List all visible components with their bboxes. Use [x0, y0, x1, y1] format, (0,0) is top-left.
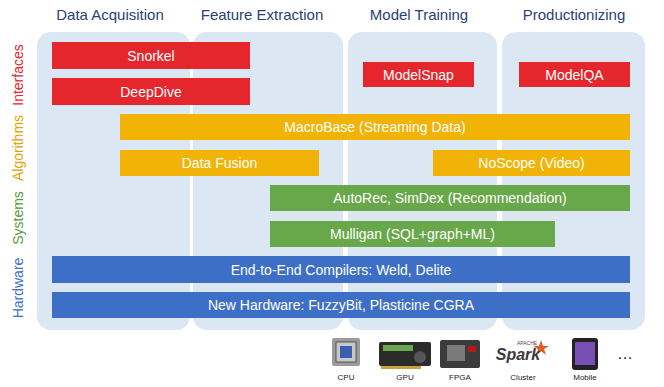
- algorithm-bar: MacroBase (Streaming Data): [120, 114, 630, 140]
- box-label: MacroBase (Streaming Data): [284, 120, 465, 134]
- column-heading: Productionizing: [523, 7, 626, 22]
- box-label: End-to-End Compilers: Weld, Delite: [231, 263, 452, 277]
- box-label: New Hardware: FuzzyBit, Plasticine CGRA: [208, 298, 474, 312]
- column-heading: Data Acquisition: [56, 7, 164, 22]
- icon-part: [332, 338, 360, 366]
- column-heading: Feature Extraction: [201, 7, 324, 22]
- icon-caption: GPU: [396, 374, 413, 382]
- logo-text: APACHE: [517, 341, 537, 346]
- box-label: Data Fusion: [182, 156, 257, 170]
- icon-part: [383, 345, 413, 351]
- box-label: AutoRec, SimDex (Recommendation): [333, 191, 566, 205]
- icon-part: [468, 346, 476, 352]
- system-bar: Mulligan (SQL+graph+ML): [270, 221, 555, 247]
- icon-part: [37, 32, 190, 330]
- icon-caption: Mobile: [573, 374, 597, 382]
- icon-part: [414, 351, 426, 363]
- icon-part: [379, 342, 431, 366]
- box-label: DeepDive: [120, 85, 181, 99]
- icon-part: [340, 346, 352, 358]
- icon-part: [502, 32, 645, 330]
- icon-part: [440, 340, 480, 368]
- box-label: Mulligan (SQL+graph+ML): [330, 227, 495, 241]
- icon-part: [193, 32, 343, 330]
- system-bar: AutoRec, SimDex (Recommendation): [270, 185, 630, 211]
- icon-part: [381, 366, 421, 369]
- icon-part: [575, 342, 595, 365]
- hardware-bar: New Hardware: FuzzyBit, Plasticine CGRA: [52, 292, 630, 318]
- ellipsis: …: [617, 346, 633, 362]
- box-label: Snorkel: [127, 49, 174, 63]
- interface-box: Snorkel: [52, 42, 250, 69]
- column-heading: Model Training: [370, 7, 468, 22]
- interface-box: ModelQA: [519, 62, 630, 87]
- layer-label: Systems: [11, 191, 25, 245]
- icon-part: [336, 342, 356, 362]
- box-label: ModelSnap: [383, 68, 454, 82]
- icon-caption: CPU: [338, 374, 355, 382]
- algorithm-box: NoScope (Video): [433, 150, 630, 176]
- fpga-icon: [440, 340, 480, 368]
- layer-label: Interfaces: [11, 44, 25, 105]
- icon-caption: Cluster: [510, 374, 535, 382]
- column-panels: [37, 32, 645, 330]
- layer-label: Hardware: [11, 258, 25, 319]
- layer-label: Algorithms: [11, 115, 25, 181]
- logo-text: Spark: [496, 347, 540, 363]
- box-label: NoScope (Video): [478, 156, 584, 170]
- algorithm-box: Data Fusion: [120, 150, 319, 176]
- icon-caption: FPGA: [449, 374, 471, 382]
- icon-part: [348, 32, 497, 330]
- interface-box: ModelSnap: [363, 62, 474, 87]
- interface-box: DeepDive: [52, 78, 250, 105]
- mobile-icon: [572, 338, 598, 370]
- icon-part: [447, 345, 465, 361]
- cpu-icon: [332, 338, 360, 366]
- gpu-icon: [379, 342, 431, 369]
- icon-part: [572, 338, 598, 370]
- hardware-bar: End-to-End Compilers: Weld, Delite: [52, 256, 630, 283]
- box-label: ModelQA: [545, 68, 603, 82]
